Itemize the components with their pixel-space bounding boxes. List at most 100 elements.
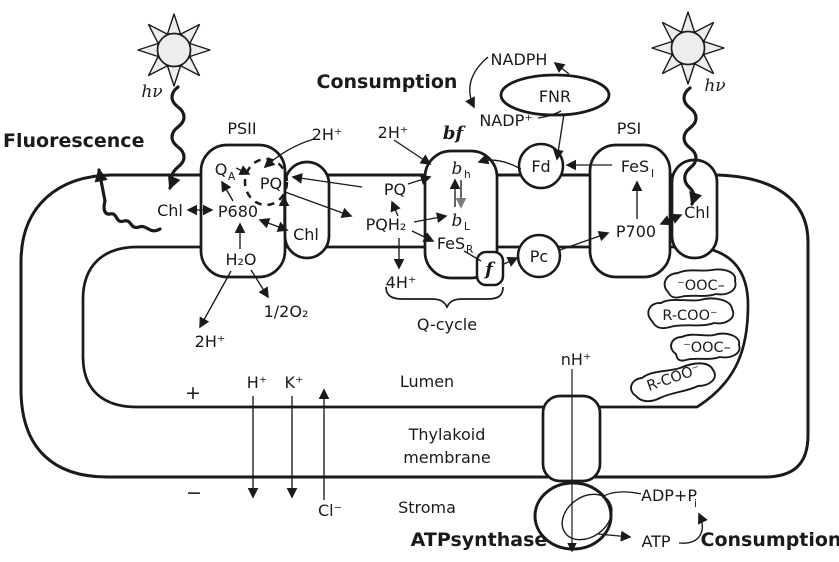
blob-ooc-top [663,268,737,299]
cl-minus-label: Cl⁻ [318,501,342,520]
arrow-pqpool-to-bf [407,174,432,185]
line-adp-into-rotor [601,491,642,498]
thylakoid-label: Thylakoid [408,425,486,444]
nh-plus-label: nH⁺ [561,350,592,369]
arrow-fnr-to-nadph [553,61,570,75]
cytf-box [475,250,505,287]
pq-site-label: PQ [260,174,282,193]
two-h-psii-label: 2H⁺ [312,125,343,144]
arrow-fd-to-bh [477,153,522,170]
fd-circle [517,142,565,190]
blob-rcoo-mid [647,297,735,330]
bf-complex-box [423,149,499,280]
bl-sub-label: L [464,221,470,233]
blob-rcoo-bottom [630,362,716,403]
fesr-label: FeS [437,234,465,253]
rcoo-mid-label: R-COO⁻ [662,308,717,324]
chl-psii-label: Chl [293,225,319,244]
atp-synthase-label: ATPsynthase [411,529,548,551]
lumen-label: Lumen [400,372,454,391]
nadph-label: NADPH [491,50,548,69]
ooc-mid-label: ⁻OOC– [683,340,731,356]
fluorescence-label: Fluorescence [3,130,144,152]
q-cycle-label: Q-cycle [417,315,477,334]
arrow-atp-recycle [678,512,708,544]
qa-sub-label: A [228,171,236,183]
h-plus-label: H⁺ [247,373,267,392]
psii-label: PSII [227,119,256,138]
inner-membrane-loop [81,245,750,409]
blob-ooc-mid [670,332,741,362]
two-h-bf-label: 2H⁺ [378,123,409,142]
arrow-pqh2-to-fesr [411,230,435,242]
consumption-bottom-label: Consumption [701,529,839,551]
ooc-top-label: ⁻OOC– [677,278,725,294]
adp-pi-sub-label: i [694,498,697,510]
p680-label: P680 [218,202,258,221]
nadp-label: NADP⁺ [479,111,532,130]
two-h-water-label: 2H⁺ [195,332,226,351]
light-wave-right [682,86,702,206]
bf-label: bf [443,123,467,144]
psii-antenna-chl-box [283,160,331,260]
plus-sign: + [185,382,201,404]
pq-pool-label: PQ [384,180,406,199]
k-plus-label: K⁺ [285,373,304,392]
p700-label: P700 [616,222,656,241]
arrow-pc-to-p700 [559,230,610,251]
sun-left-icon [137,13,211,87]
carboxylate-blobs [630,268,741,403]
arrow-p680-to-qa [221,180,234,202]
arrow-h2o-to-o2 [250,269,269,299]
psi-complex-box [588,143,672,279]
light-wave-left [168,85,186,190]
fnr-ellipse [499,73,611,117]
atp-label: ATP [641,532,670,551]
minus-sign: − [186,482,202,504]
arrow-f-to-pc [503,256,519,267]
psi-label: PSI [617,119,642,138]
arrow-h2o-to-2h [199,270,232,329]
chl-left-label: Chl [157,201,183,220]
pqh2-label: PQH₂ [366,215,407,234]
arrow-p700-chl [659,213,683,226]
line-fesr-to-f [463,250,482,262]
atp-synthase-rotor [561,493,613,541]
fnr-label: FNR [539,87,571,106]
arrow-p680-chl2 [258,218,289,232]
h2o-label: H₂O [225,250,256,269]
adp-pi-label: ADP+P [641,486,697,505]
arrow-pqpool-to-pqsite [291,172,363,188]
line-nadp-to-fnr [537,110,562,119]
arrow-rotor-to-atp [597,530,632,542]
chl-psi-label: Chl [684,203,710,222]
pc-circle [516,233,562,279]
arrow-fnr-to-fd [553,113,565,161]
half-o2-label: 1/2O₂ [264,302,309,321]
bl-label: b [452,211,463,231]
arrow-pqsite-to-membrane [284,191,353,218]
arrow-2h-to-bh [393,139,432,165]
four-h-label: 4H⁺ [386,273,417,292]
membrane-label: membrane [403,448,491,467]
fluorescence-wave [94,168,162,233]
pq-site-dashed-ellipse [243,157,289,207]
hv-right-label: hν [704,76,725,96]
consumption-top-label: Consumption [317,71,458,93]
arrow-nadph-to-nadp [465,56,489,109]
outer-membrane-loop [19,173,810,479]
bh-sub-label: h [464,169,471,181]
hv-left-label: hν [141,82,162,102]
fd-label: Fd [531,157,550,176]
qa-label: Q [215,160,228,179]
stroma-label: Stroma [398,498,456,517]
arrow-qa-to-pq [235,165,251,176]
pc-label: Pc [530,247,548,266]
arrow-2h-into-pq [263,138,315,169]
bh-label: b [452,159,463,179]
arrow-pqh2-to-pqpool [390,200,401,217]
fesi-label: FeS [621,157,649,176]
q-cycle-brace [385,286,504,309]
arrow-pqh2-to-bl [413,212,448,223]
fesi-sub-label: I [651,168,654,180]
